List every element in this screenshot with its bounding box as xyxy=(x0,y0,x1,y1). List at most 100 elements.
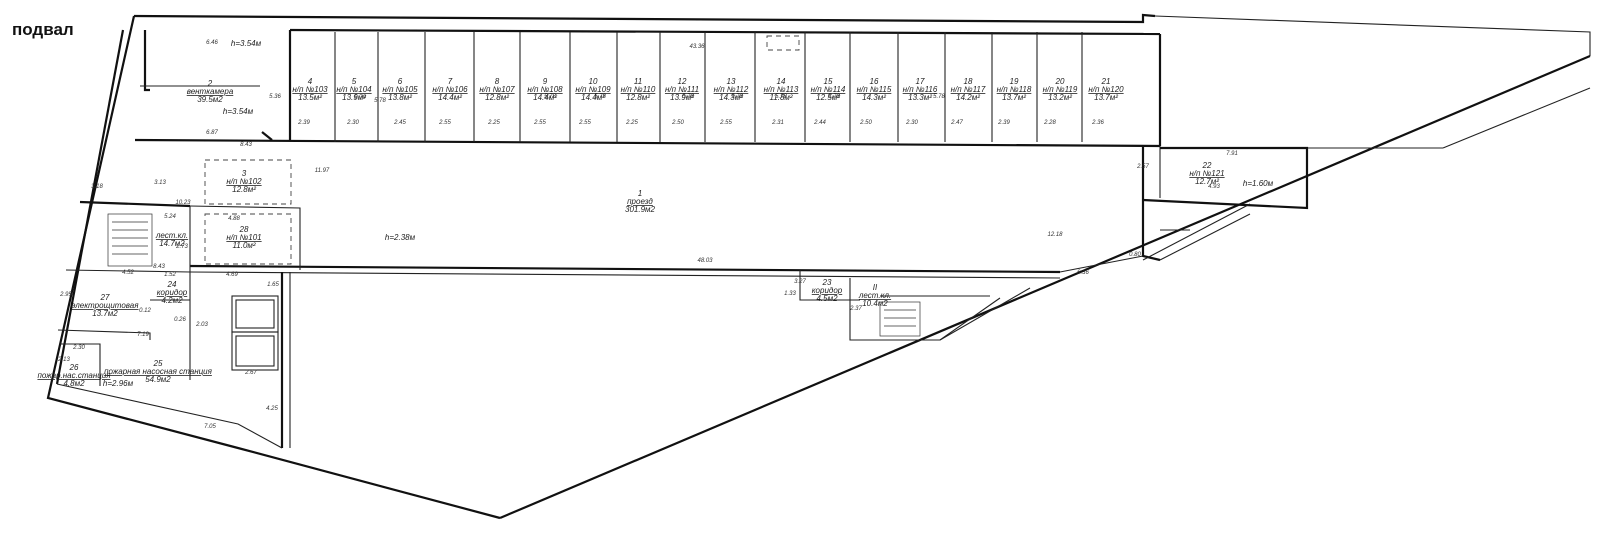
room-name: н/п №107 xyxy=(479,85,515,94)
room-area: 10.4м2 xyxy=(862,299,888,308)
dimension-label: 2.55 xyxy=(719,120,732,126)
outer-walls xyxy=(46,13,1591,520)
dimension-label: 3.18 xyxy=(91,184,103,190)
room-name: н/п №120 xyxy=(1088,85,1124,94)
dimension-label: 6.87 xyxy=(206,130,218,136)
dimension-label: 2.73 xyxy=(175,244,188,250)
dimension-label: 5.78 xyxy=(933,94,945,100)
dimension-label: 3.27 xyxy=(794,279,806,285)
dimension-label: 1.33 xyxy=(784,291,796,297)
room-number: 20 xyxy=(1055,77,1065,86)
dimension-label: 8.43 xyxy=(240,142,252,148)
room-number: 25 xyxy=(153,359,163,368)
room-number: 2 xyxy=(207,79,213,88)
room-area: 12.5м² xyxy=(816,93,840,102)
dimension-label: 4.52 xyxy=(122,270,134,276)
floor-title: подвал xyxy=(12,20,74,39)
room-name: н/п №121 xyxy=(1189,169,1224,178)
room-area: 54.9м2 xyxy=(145,375,171,384)
dimension-label: 11.97 xyxy=(315,168,330,174)
dimension-label: 43.36 xyxy=(689,44,705,50)
dimension-label: 1.65 xyxy=(267,282,279,288)
room-name: н/п №111 xyxy=(665,85,699,94)
room-area: 13.7м² xyxy=(1002,93,1026,102)
dimension-label: 7.05 xyxy=(204,424,216,430)
dimension-label: 5.78 xyxy=(594,94,606,100)
dimension-label: 2.39 xyxy=(297,120,310,126)
room-name: лест.кл. xyxy=(155,231,188,240)
room-name: н/п №108 xyxy=(527,85,563,94)
room-number: 23 xyxy=(822,278,832,287)
room-area: 13.2м² xyxy=(1048,93,1072,102)
room-area: 12.7м² xyxy=(1195,177,1219,186)
dimension-label: 7.19 xyxy=(137,332,149,338)
dimension-label: 10.23 xyxy=(175,200,191,206)
dimension-label: 2.55 xyxy=(438,120,451,126)
room-area: 12.8м² xyxy=(485,93,509,102)
dimension-label: 2.25 xyxy=(625,120,638,126)
dimension-label: 5.79 xyxy=(354,95,366,101)
room-name: венткамера xyxy=(187,87,234,96)
room-number: 6 xyxy=(398,77,403,86)
room-name: н/п №103 xyxy=(292,85,328,94)
dimension-label: 2.45 xyxy=(393,120,406,126)
dimension-label: 2.95 xyxy=(59,292,72,298)
room-area: 4.2м2 xyxy=(161,296,183,305)
room-name: пожар.нас.станция xyxy=(37,371,111,380)
room-area: 301.9м2 xyxy=(625,205,656,214)
room-area: 14.2м² xyxy=(956,93,980,102)
room-number: II xyxy=(873,283,878,292)
room-number: 15 xyxy=(824,77,833,86)
room-name: н/п №113 xyxy=(764,85,799,94)
dimension-label: 2.37 xyxy=(849,306,862,312)
dimension-label: 8.43 xyxy=(153,264,165,270)
room-area: 14.3м² xyxy=(719,93,743,102)
room-name: н/п №102 xyxy=(226,177,262,186)
room-area: 14.3м² xyxy=(862,93,886,102)
room-area: 13.5м² xyxy=(298,93,322,102)
room-name: пожарная насосная станция xyxy=(104,367,213,376)
room-number: 28 xyxy=(239,225,249,234)
room-name: н/п №105 xyxy=(382,85,418,94)
room-number: 27 xyxy=(100,293,110,302)
dimension-label: 2.57 xyxy=(1136,164,1149,170)
dimension-label: 3.13 xyxy=(154,180,166,186)
room-number: 4 xyxy=(308,77,313,86)
dimension-label: 2.67 xyxy=(244,370,257,376)
room-name: н/п №115 xyxy=(857,85,892,94)
height-label: h=1.60м xyxy=(1243,179,1274,188)
dimension-label: 6.46 xyxy=(206,40,218,46)
dimension-label: 4.69 xyxy=(226,272,238,278)
room-area: 11.0м² xyxy=(232,241,255,250)
dimension-label: 2.39 xyxy=(997,120,1010,126)
dimension-label: 2.30 xyxy=(72,345,85,351)
room-number: 1 xyxy=(638,189,642,198)
dimension-label: 2.55 xyxy=(578,120,591,126)
room-number: 7 xyxy=(448,77,453,86)
room-area: 13.7м² xyxy=(1094,93,1118,102)
room-number: 21 xyxy=(1101,77,1111,86)
dimension-label: 2.47 xyxy=(950,120,963,126)
room-number: 10 xyxy=(589,77,598,86)
room-name: н/п №119 xyxy=(1043,85,1078,94)
